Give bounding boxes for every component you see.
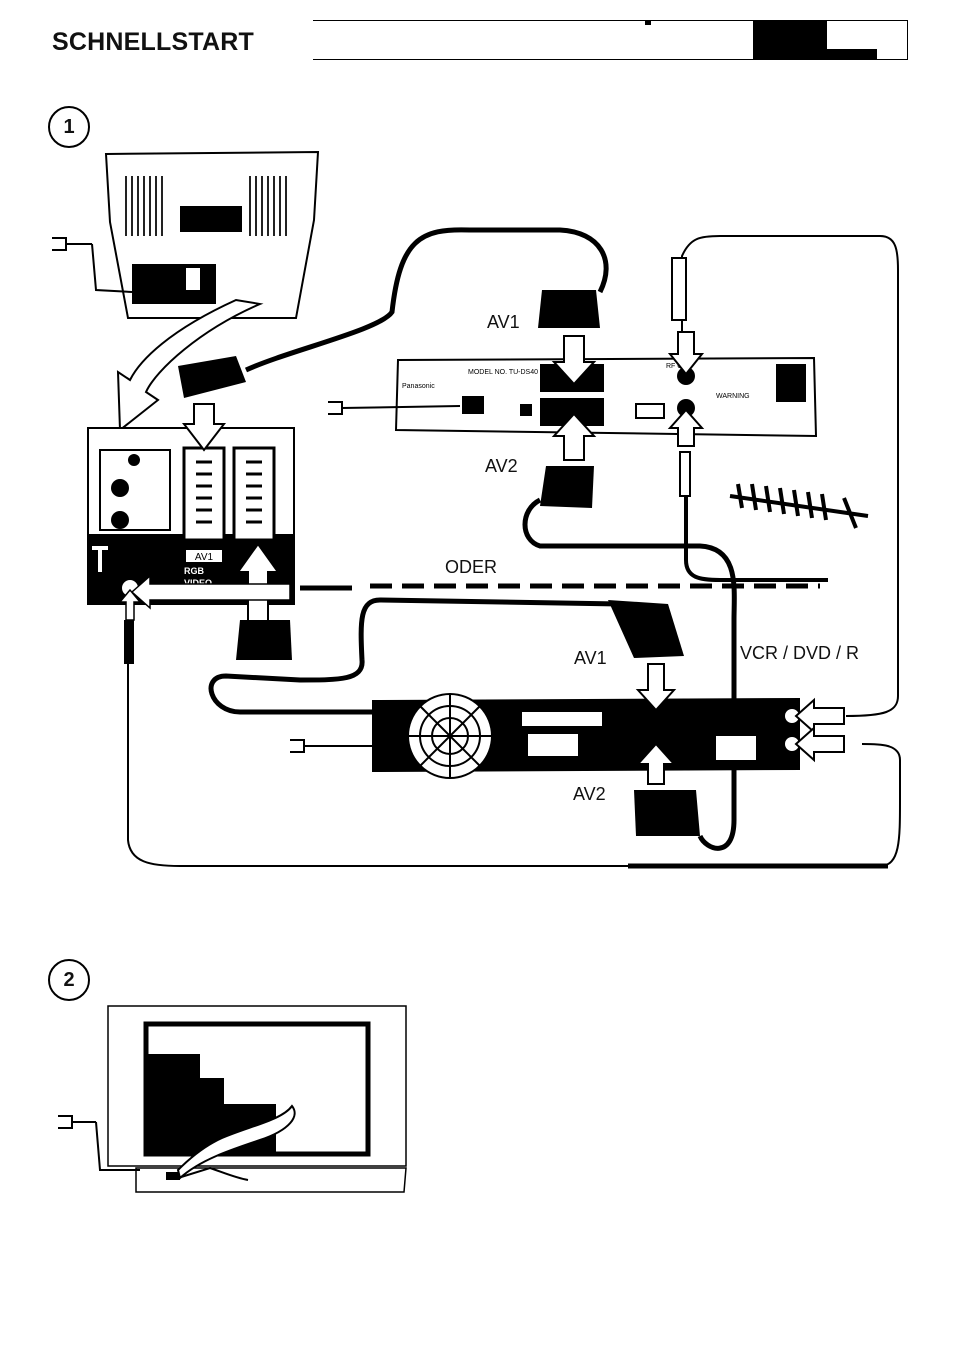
vcr-dvd-recorder — [372, 694, 800, 778]
label-av1-recorder: AV1 — [574, 648, 607, 669]
digital-receiver — [396, 358, 816, 436]
label-vcr-dvd-r: VCR / DVD / R — [740, 643, 859, 664]
tv-rear-view — [106, 152, 318, 318]
arrow-recorder-rf-out-icon — [796, 700, 844, 732]
rf-plug-top — [672, 258, 686, 320]
label-oder: ODER — [445, 557, 497, 578]
receiver-brand: Panasonic — [402, 383, 435, 390]
tv-rgb-label: RGB — [184, 566, 205, 576]
label-av2-receiver: AV2 — [485, 456, 518, 477]
receiver-warning: WARNING — [716, 393, 750, 400]
label-av2-recorder: AV2 — [573, 784, 606, 805]
receiver-model: MODEL NO. TU-DS40 — [468, 369, 538, 376]
arrow-recorder-rf-in-icon — [796, 728, 844, 760]
tv-av1-label: AV1 — [195, 552, 214, 563]
rf-plug-receiver — [680, 452, 690, 496]
tv-front-view — [108, 1006, 406, 1192]
recorder-power-plug-icon — [290, 740, 372, 752]
label-av1-receiver: AV1 — [487, 312, 520, 333]
antenna-icon — [730, 484, 868, 528]
rf-plug-tv — [124, 620, 134, 664]
